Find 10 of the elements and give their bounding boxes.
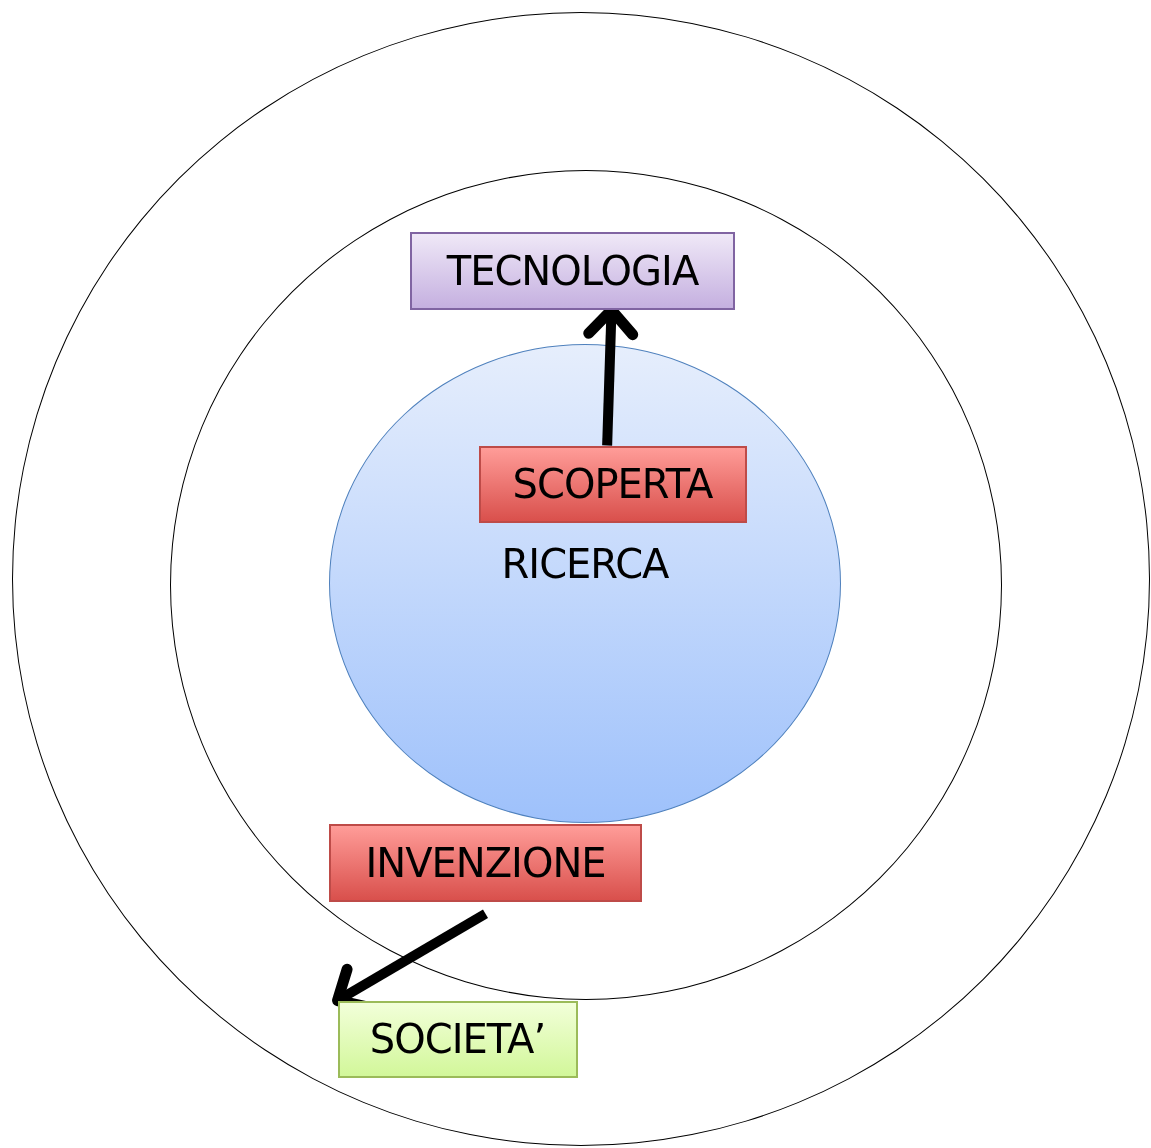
node-label: SOCIETA’	[369, 1016, 546, 1062]
node-label: INVENZIONE	[365, 840, 606, 886]
node-label: SCOPERTA	[512, 461, 713, 507]
process-box	[337, 1000, 578, 1078]
process-box	[329, 824, 642, 902]
ring-circle	[169, 169, 1002, 1000]
process-box	[478, 445, 747, 523]
node-label: RICERCA	[501, 541, 669, 588]
node-label: TECNOLOGIA	[446, 248, 699, 294]
process-box	[410, 232, 735, 310]
